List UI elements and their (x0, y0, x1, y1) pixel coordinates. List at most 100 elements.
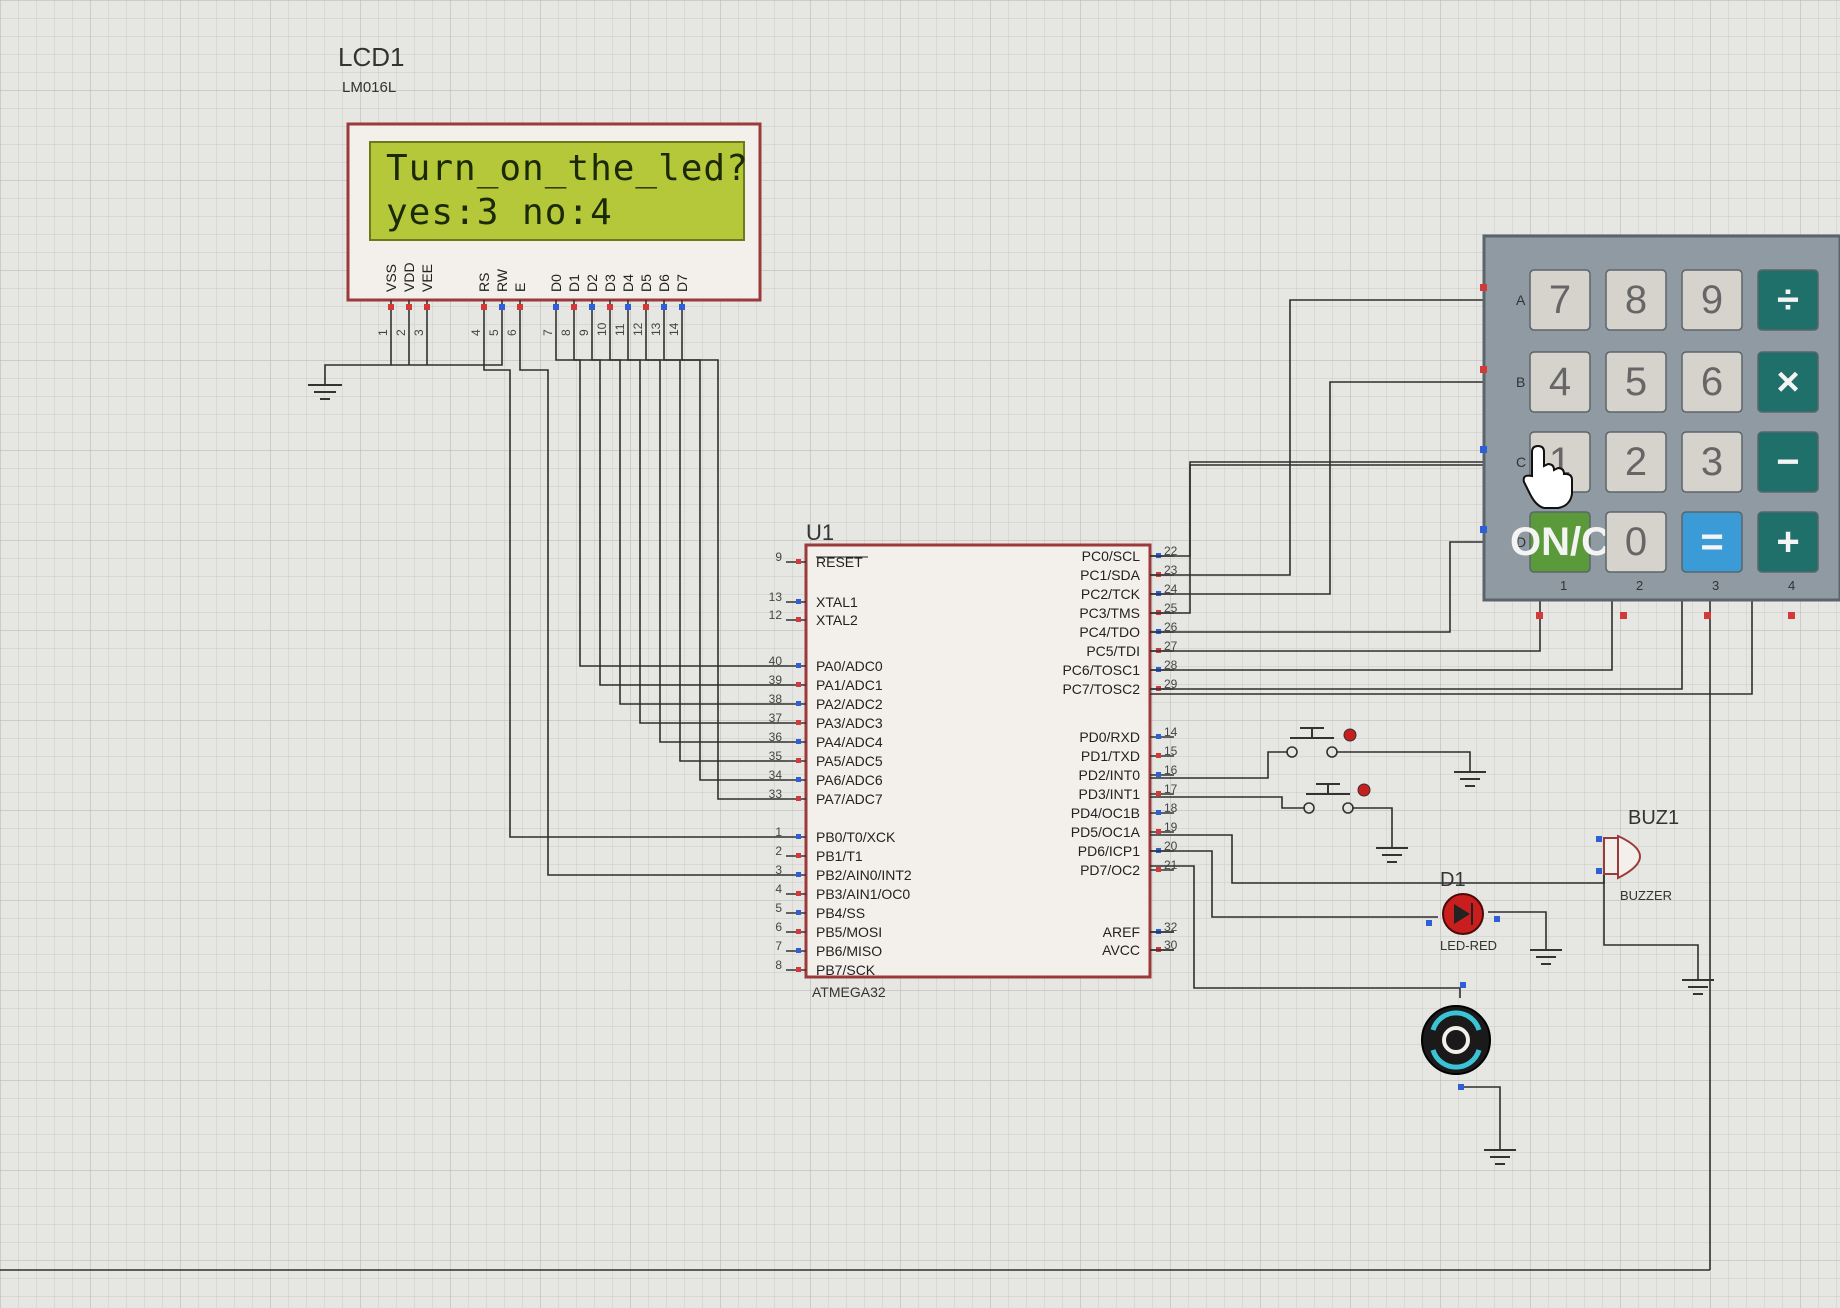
keypad-key-0-2[interactable]: 9 (1681, 269, 1743, 331)
mcu-pin-number: 25 (1164, 601, 1178, 615)
mcu-right-pins: 22PC0/SCL23PC1/SDA24PC2/TCK25PC3/TMS26PC… (1062, 544, 1177, 958)
mcu-pin-number: 40 (769, 654, 783, 668)
keypad-key-face (1529, 351, 1591, 413)
mcu-pin-marker (796, 599, 801, 604)
keypad-key-3-1[interactable]: 0 (1605, 511, 1667, 573)
mcu-pin-label: PA2/ADC2 (816, 696, 883, 712)
led-component[interactable]: D1 LED-RED (1426, 869, 1500, 953)
lcd-line-1: Turn_on_the_led? (386, 148, 749, 189)
mcu-pin-marker (796, 777, 801, 782)
mcu-pin-label: PD3/INT1 (1079, 786, 1141, 802)
mcu-pin-label: AREF (1103, 924, 1140, 940)
mcu-pin-label: PD0/RXD (1079, 729, 1140, 745)
lcd-pin-marker (607, 304, 613, 310)
mcu-pin-number: 22 (1164, 544, 1178, 558)
keypad-col-pin (1788, 612, 1795, 619)
mcu-pin-marker (796, 891, 801, 896)
lcd-pin-label: VEE (419, 264, 435, 292)
lcd-pin-number: 2 (394, 329, 408, 336)
mcu-pin-number: 16 (1164, 763, 1178, 777)
keypad-key-face (1681, 511, 1743, 573)
keypad-key-3-2[interactable]: = (1681, 511, 1743, 573)
mcu-pin-number: 13 (769, 590, 783, 604)
keypad-key-face (1757, 431, 1819, 493)
mcu-pin-label: AVCC (1102, 942, 1140, 958)
mcu-pin-label: PC1/SDA (1080, 567, 1141, 583)
push-button-1[interactable] (1286, 727, 1357, 758)
lcd-pin-label: VDD (401, 262, 417, 292)
keypad-key-label: 4 (1549, 360, 1571, 404)
wire-pc3-rowC (1150, 461, 1490, 614)
wire-pc1-rowA (1150, 299, 1500, 576)
keypad-key-label: × (1776, 360, 1799, 404)
lcd-component[interactable]: LCD1 LM016L Turn_on_the_led? yes:3 no:4 … (338, 42, 762, 336)
keypad-col-label: 2 (1636, 578, 1643, 593)
wire-pc6-col2 (1150, 600, 1613, 671)
mcu-pin-marker (796, 929, 801, 934)
mcu-pin-marker (1156, 772, 1161, 777)
lcd-pin-number: 5 (487, 329, 501, 336)
keypad-key-2-3[interactable]: − (1757, 431, 1819, 493)
mcu-pin-label: PC5/TDI (1086, 643, 1140, 659)
keypad-key-face (1529, 511, 1591, 573)
mcu-pin-number: 28 (1164, 658, 1178, 672)
keypad-key-2-2[interactable]: 3 (1681, 431, 1743, 493)
keypad-key-label: ÷ (1777, 278, 1799, 322)
keypad-row-label: A (1516, 292, 1526, 308)
mcu-pin-marker (796, 834, 801, 839)
led-icon (1426, 893, 1500, 935)
buzzer-component[interactable]: BUZ1 BUZZER (1596, 807, 1679, 903)
lcd-pin-number: 13 (649, 322, 663, 336)
mcu-pin-number: 18 (1164, 801, 1178, 815)
lcd-pin-marker (643, 304, 649, 310)
mcu-pin-marker (1156, 829, 1161, 834)
mcu-pin-number: 9 (775, 550, 782, 564)
keypad-key-label: ON/C (1510, 520, 1610, 564)
wire-rs-pb0 (483, 330, 786, 838)
keypad-key-face (1529, 269, 1591, 331)
keypad-key-face (1757, 511, 1819, 573)
keypad-key-3-0[interactable]: ON/C (1510, 511, 1610, 573)
mcu-pin-number: 17 (1164, 782, 1178, 796)
mcu-pin-number: 8 (775, 958, 782, 972)
lcd-line-2: yes:3 no:4 (386, 192, 613, 233)
keypad-key-0-3[interactable]: ÷ (1757, 269, 1819, 331)
lcd-pin-number: 6 (505, 329, 519, 336)
mcu-pin-label: PD6/ICP1 (1078, 843, 1140, 859)
keypad-key-1-2[interactable]: 6 (1681, 351, 1743, 413)
wire-motor-gnd (1460, 1086, 1501, 1150)
mcu-pin-marker (796, 853, 801, 858)
wire-pc7-col3 (1150, 600, 1683, 690)
mcu-pin-label: PB5/MOSI (816, 924, 882, 940)
lcd-ref-label: LCD1 (338, 42, 404, 72)
keypad-key-2-1[interactable]: 2 (1605, 431, 1667, 493)
mcu-pin-number: 37 (769, 711, 783, 725)
keypad-key-0-1[interactable]: 8 (1605, 269, 1667, 331)
keypad-key-1-3[interactable]: × (1757, 351, 1819, 413)
mcu-pin-number: 6 (775, 920, 782, 934)
keypad-col-pin (1536, 612, 1543, 619)
keypad-key-3-3[interactable]: + (1757, 511, 1819, 573)
lcd-pin-number: 12 (631, 322, 645, 336)
keypad-col-label: 4 (1788, 578, 1795, 593)
mcu-pin-marker (796, 872, 801, 877)
mcu-pin-number: 23 (1164, 563, 1178, 577)
buzzer-type-label: BUZZER (1620, 888, 1672, 903)
keypad-key-label: 9 (1701, 278, 1723, 322)
keypad-key-0-0[interactable]: 7 (1529, 269, 1591, 331)
mcu-pin-marker (796, 701, 801, 706)
lcd-pin-label: D7 (674, 274, 690, 292)
mcu-pin-number: 33 (769, 787, 783, 801)
motor-component[interactable] (1421, 982, 1491, 1090)
push-button-2[interactable] (1303, 783, 1371, 814)
mcu-pin-number: 21 (1164, 858, 1178, 872)
mcu-pin-label: PC2/TCK (1081, 586, 1141, 602)
keypad-key-1-1[interactable]: 5 (1605, 351, 1667, 413)
keypad-key-1-0[interactable]: 4 (1529, 351, 1591, 413)
keypad-row-pin (1480, 446, 1487, 453)
